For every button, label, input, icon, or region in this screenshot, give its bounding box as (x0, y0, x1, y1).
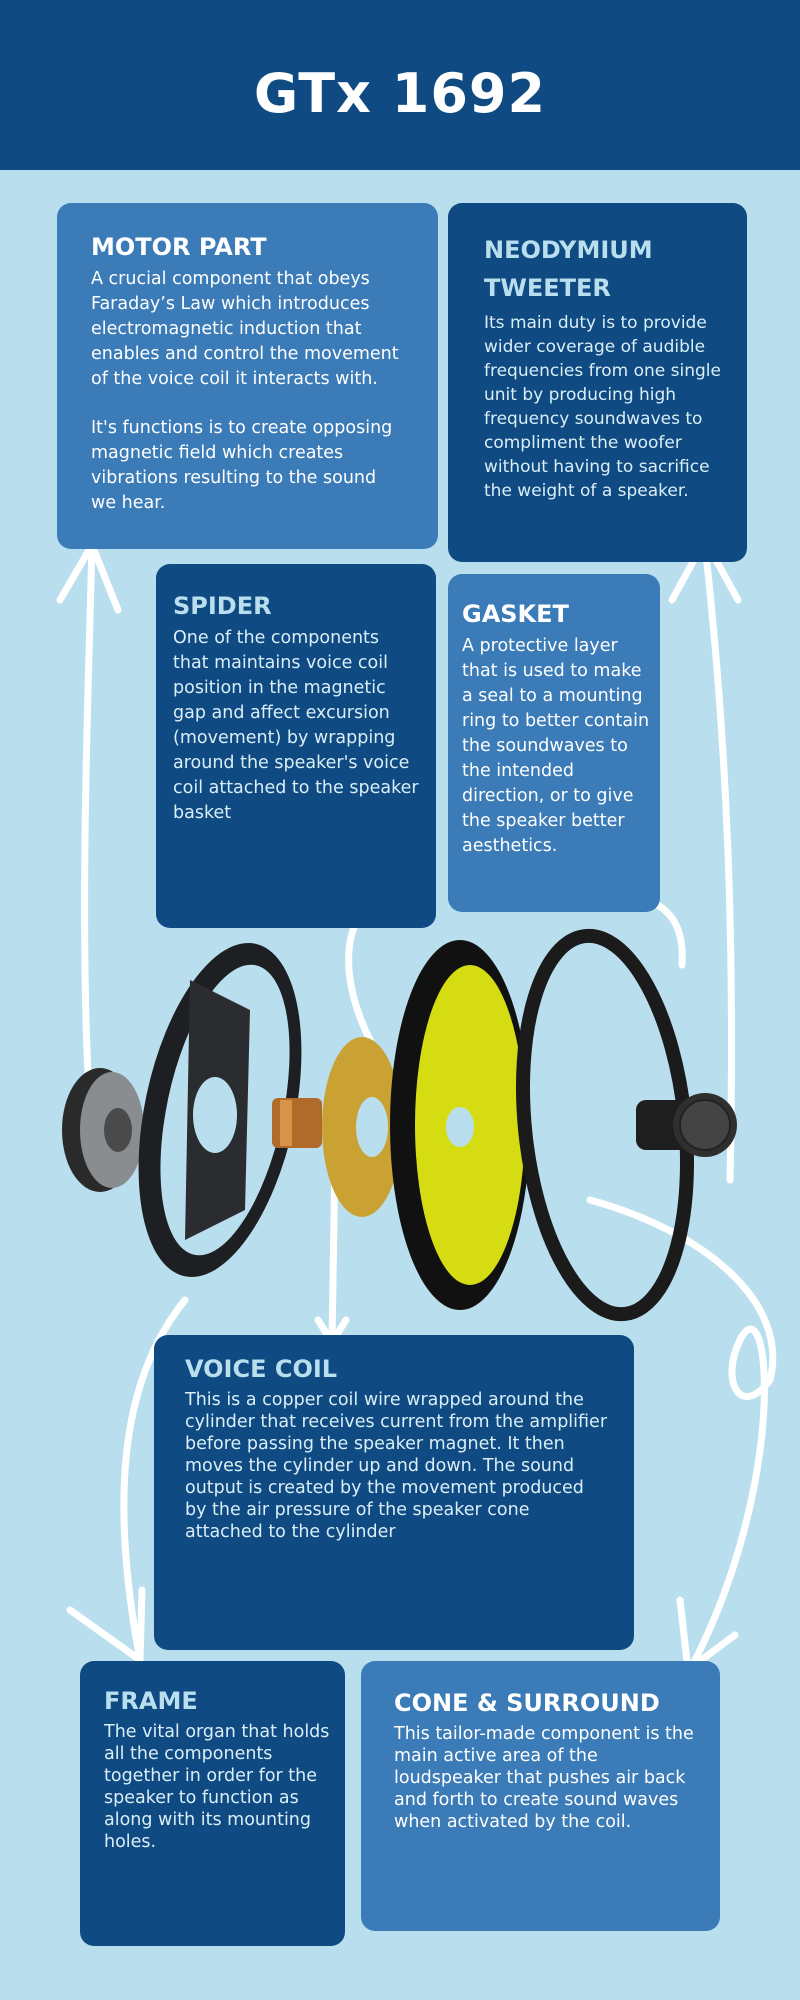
header-banner: GTx 1692 (0, 0, 800, 170)
gasket-ring-image (515, 928, 695, 1322)
arrow-motor (81, 541, 96, 1079)
arrowhead-motor (56, 537, 122, 614)
spider-heading: SPIDER (173, 592, 272, 620)
tweeter-image (636, 1093, 737, 1157)
cone-surround-text: This tailor-made component is the main a… (394, 1724, 694, 1832)
neodymium-tweeter-card: NEODYMIUM TWEETER Its main duty is to pr… (448, 203, 747, 562)
arrow-tweeter (701, 541, 736, 1184)
motor-part-card: MOTOR PART A crucial component that obey… (57, 203, 438, 549)
gasket-card: GASKET A protective layer that is used t… (448, 574, 660, 912)
gasket-heading: GASKET (462, 600, 569, 628)
cone-surround-image (390, 940, 530, 1310)
gasket-text: A protective layer that is used to make … (462, 636, 650, 856)
frame-text: The vital organ that holds all the compo… (104, 1722, 330, 1852)
frame-card: FRAME The vital organ that holds all the… (80, 1661, 345, 1946)
motor-magnet-image (62, 1068, 144, 1192)
cone-surround-heading: CONE & SURROUND (394, 1689, 660, 1717)
motor-part-text: A crucial component that obeys Faraday’s… (91, 269, 399, 389)
spider-text: One of the components that maintains voi… (173, 628, 419, 823)
voice-coil-card: VOICE COIL This is a copper coil wire wr… (154, 1335, 634, 1650)
motor-part-heading: MOTOR PART (91, 233, 267, 261)
spider-image (322, 1037, 402, 1217)
motor-part-text-2: It's functions is to create opposing mag… (91, 418, 393, 513)
page-title: GTx 1692 (253, 61, 547, 125)
neodymium-tweeter-heading: NEODYMIUM TWEETER (484, 236, 653, 302)
voice-coil-image (272, 1098, 322, 1148)
cone-surround-card: CONE & SURROUND This tailor-made compone… (361, 1661, 720, 1931)
frame-basket-image (138, 942, 302, 1278)
neodymium-tweeter-text: Its main duty is to provide wider covera… (484, 313, 721, 501)
frame-heading: FRAME (104, 1687, 198, 1715)
voice-coil-text: This is a copper coil wire wrapped aroun… (185, 1390, 608, 1542)
voice-coil-heading: VOICE COIL (185, 1355, 338, 1383)
arrowhead-cone (676, 1596, 739, 1677)
arrowhead-frame (66, 1586, 146, 1667)
spider-card: SPIDER One of the components that mainta… (156, 564, 436, 928)
arrow-voice-coil (328, 1156, 339, 1344)
